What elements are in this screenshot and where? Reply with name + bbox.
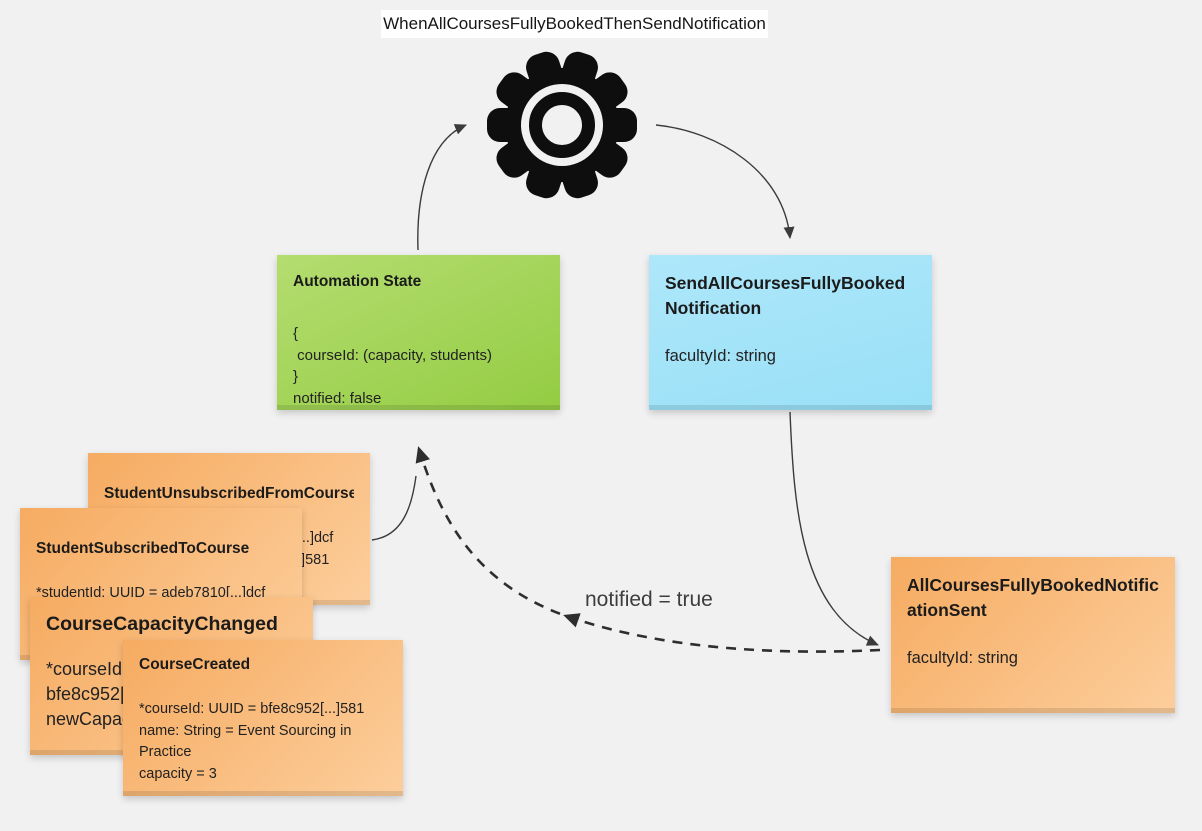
note-title: CourseCreated <box>139 656 251 673</box>
note-send-all-courses-fully-booked-notification[interactable]: SendAllCoursesFullyBookedNotification fa… <box>649 255 932 410</box>
note-line: courseId: (capacity, students) <box>293 346 492 364</box>
note-line: capacity = 3 <box>139 765 217 782</box>
note-all-courses-fully-booked-notification-sent[interactable]: AllCoursesFullyBookedNotificationSent fa… <box>891 557 1175 713</box>
note-automation-state[interactable]: Automation State { courseId: (capacity, … <box>277 255 560 410</box>
edge-notified-dashed <box>415 446 881 653</box>
note-line: facultyId: string <box>907 649 1018 667</box>
diagram-title[interactable]: WhenAllCoursesFullyBookedThenSendNotific… <box>381 10 768 38</box>
edge-events-to-state <box>371 475 417 541</box>
note-title: StudentUnsubscribedFromCourse <box>104 485 354 502</box>
note-line: *courseId: UUID = bfe8c952[...]581 <box>139 701 365 717</box>
note-title: StudentSubscribedToCourse <box>36 540 250 557</box>
note-title: Automation State <box>293 273 422 290</box>
note-line: notified: false <box>293 389 382 407</box>
gear-icon[interactable] <box>487 50 637 200</box>
note-line: { <box>293 325 299 342</box>
edge-command-to-event <box>789 411 879 646</box>
note-title: AllCoursesFullyBookedNotificationSent <box>907 575 1159 620</box>
note-line: } <box>293 368 299 385</box>
note-course-created[interactable]: CourseCreated *courseId: UUID = bfe8c952… <box>123 640 403 796</box>
note-title: SendAllCoursesFullyBookedNotification <box>665 273 906 318</box>
note-line: name: String = Event Sourcing in Practic… <box>139 722 352 761</box>
note-title: CourseCapacityChanged <box>46 613 278 635</box>
edge-gear-to-command <box>655 124 795 239</box>
edge-label-notified-true[interactable]: notified = true <box>585 588 713 611</box>
note-line: facultyId: string <box>665 347 776 365</box>
edge-state-to-gear <box>417 124 467 251</box>
